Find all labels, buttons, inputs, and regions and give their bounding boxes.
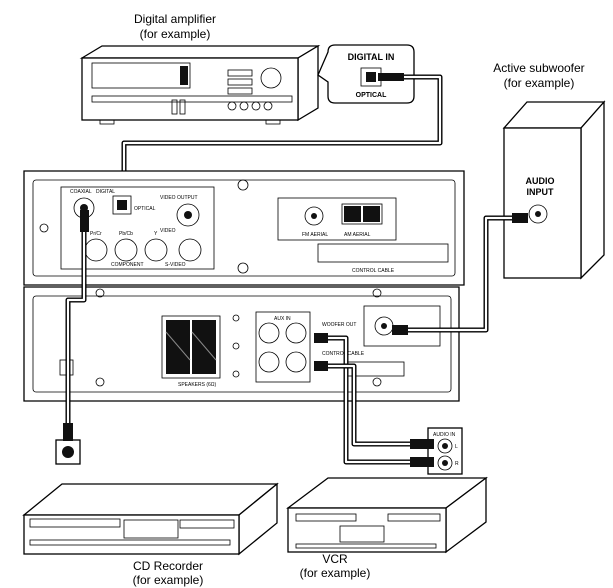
cd-recorder-subtitle: (for example) [133, 573, 204, 587]
component-label: COMPONENT [111, 262, 144, 268]
subwoofer-subtitle: (for example) [504, 76, 575, 90]
digital-amplifier [79, 44, 321, 125]
woofer-out-label: WOOFER OUT [322, 322, 356, 328]
coaxial-label: COAXIAL [70, 189, 92, 195]
channel-l-label: L [455, 444, 458, 450]
cd-recorder [22, 482, 279, 556]
speakers-label: SPEAKERS (6Ω) [178, 382, 217, 388]
digital-in-callout: DIGITAL IN OPTICAL [317, 44, 415, 104]
channel-r-label: R [455, 461, 459, 467]
sub-input-plug [512, 213, 528, 223]
audio-input-label-2: INPUT [527, 187, 555, 197]
control-cable-label: CONTROL CABLE [322, 351, 365, 357]
aux-in-label: AUX IN [274, 316, 291, 322]
main-unit-top: COAXIAL DIGITAL OPTICAL VIDEO OUTPUT VID… [23, 170, 465, 286]
y-label: Y [154, 231, 158, 237]
optical-port-label: OPTICAL [356, 92, 387, 99]
fm-aerial-label: FM AERIAL [302, 232, 328, 238]
am-aerial-label: AM AERIAL [344, 232, 371, 238]
woofer-out-plug [392, 325, 408, 335]
optical-plug-amp [378, 73, 404, 81]
digital-in-label: DIGITAL IN [348, 52, 395, 62]
optical-label: OPTICAL [134, 206, 156, 212]
main-unit-bottom: SPEAKERS (6Ω) AUX IN WOOFER OUT CONTROL … [23, 286, 460, 402]
amplifier-title: Digital amplifier [134, 12, 216, 26]
cd-recorder-title: CD Recorder [133, 559, 203, 573]
control-cable-top-label: CONTROL CABLE [352, 268, 395, 274]
coaxial-plug-unit [80, 210, 89, 232]
active-subwoofer: AUDIO INPUT [502, 100, 606, 280]
subwoofer-title: Active subwoofer [493, 61, 584, 75]
audio-input-label-1: AUDIO [526, 176, 555, 186]
video-output-label: VIDEO OUTPUT [160, 195, 198, 201]
pr-cr-label: Pr/Cr [90, 231, 102, 237]
audio-in-label: AUDIO IN [433, 432, 456, 438]
coaxial-plug-cd [63, 423, 73, 441]
video-label: VIDEO [160, 228, 176, 234]
digital-label: DIGITAL [96, 189, 115, 195]
vcr-audio-in-panel: AUDIO IN L R [427, 427, 463, 475]
vcr-subtitle: (for example) [300, 566, 371, 580]
vcr-title: VCR [322, 552, 348, 566]
pb-cb-label: Pb/Cb [119, 231, 133, 237]
amplifier-subtitle: (for example) [140, 27, 211, 41]
vcr [286, 476, 488, 554]
s-video-label: S-VIDEO [165, 262, 186, 268]
